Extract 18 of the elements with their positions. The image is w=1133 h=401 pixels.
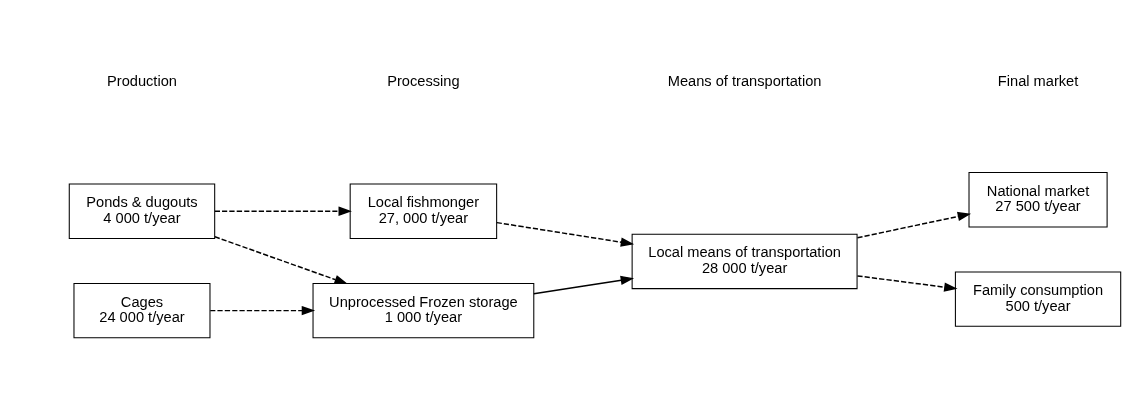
arrow [496, 221, 635, 247]
arrow [214, 236, 348, 285]
label: Final market [997, 73, 1079, 90]
node-box: Local fishmonger 27, 000 t/year [349, 183, 498, 239]
node-box: Local means of transportation 28 000 t/year [631, 233, 858, 290]
arrow [533, 275, 635, 295]
node-box: Cages 24 000 t/year [73, 282, 211, 339]
node-box: Ponds & dugouts 4 000 t/year [68, 183, 216, 239]
label: Processing [387, 73, 460, 90]
arrow [209, 305, 316, 316]
label: Means of transportation [667, 73, 822, 90]
arrow [214, 206, 352, 216]
node-box: Family consumption 500 t/year [954, 271, 1122, 327]
node-box: National market 27 500 t/year [968, 172, 1108, 228]
label: Production [107, 73, 177, 90]
arrow [856, 275, 958, 292]
arrow [856, 211, 972, 239]
node-box: Unprocessed Frozen storage 1 000 t/year [312, 282, 535, 339]
